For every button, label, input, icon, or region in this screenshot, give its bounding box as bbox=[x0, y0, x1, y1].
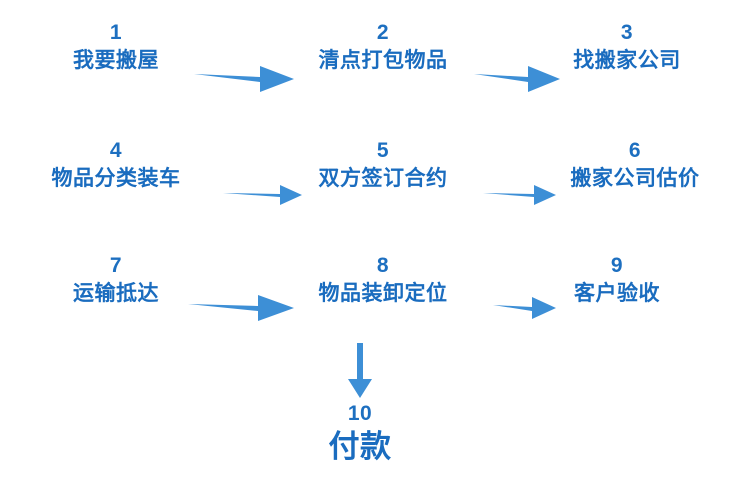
step-6[interactable]: 6 搬家公司估价 bbox=[570, 139, 700, 192]
step-10[interactable]: 10 付款 bbox=[328, 402, 392, 467]
step-label: 清点打包物品 bbox=[318, 49, 448, 73]
step-label: 物品分类装车 bbox=[51, 167, 181, 191]
step-label: 客户验收 bbox=[574, 282, 660, 306]
arrow-step5-to-step6 bbox=[482, 182, 558, 208]
step-label: 搬家公司估价 bbox=[570, 167, 700, 191]
step-label: 付款 bbox=[328, 429, 392, 465]
step-number: 9 bbox=[610, 254, 624, 277]
arrow-step1-to-step2 bbox=[192, 62, 296, 96]
step-9[interactable]: 9 客户验收 bbox=[574, 254, 660, 307]
step-number: 1 bbox=[109, 21, 123, 44]
step-number: 3 bbox=[620, 21, 634, 44]
step-label: 物品装卸定位 bbox=[318, 282, 448, 306]
step-label: 找搬家公司 bbox=[573, 49, 681, 73]
arrow-step8-to-step9 bbox=[492, 294, 558, 322]
step-number: 8 bbox=[376, 254, 390, 277]
step-3[interactable]: 3 找搬家公司 bbox=[573, 21, 681, 74]
step-number: 2 bbox=[376, 21, 390, 44]
step-label: 双方签订合约 bbox=[318, 167, 448, 191]
step-number: 4 bbox=[109, 139, 123, 162]
step-2[interactable]: 2 清点打包物品 bbox=[318, 21, 448, 74]
step-number: 7 bbox=[109, 254, 123, 277]
step-7[interactable]: 7 运输抵达 bbox=[73, 254, 159, 307]
step-8[interactable]: 8 物品装卸定位 bbox=[318, 254, 448, 307]
arrow-step8-to-step10 bbox=[343, 343, 377, 399]
arrow-step2-to-step3 bbox=[472, 62, 562, 96]
step-label: 我要搬屋 bbox=[73, 49, 159, 73]
step-4[interactable]: 4 物品分类装车 bbox=[51, 139, 181, 192]
step-number: 5 bbox=[376, 139, 390, 162]
step-number: 10 bbox=[347, 402, 373, 425]
step-number: 6 bbox=[628, 139, 642, 162]
arrow-step4-to-step5 bbox=[222, 182, 304, 208]
step-5[interactable]: 5 双方签订合约 bbox=[318, 139, 448, 192]
arrow-step7-to-step8 bbox=[186, 292, 296, 324]
step-label: 运输抵达 bbox=[73, 282, 159, 306]
step-1[interactable]: 1 我要搬屋 bbox=[73, 21, 159, 74]
